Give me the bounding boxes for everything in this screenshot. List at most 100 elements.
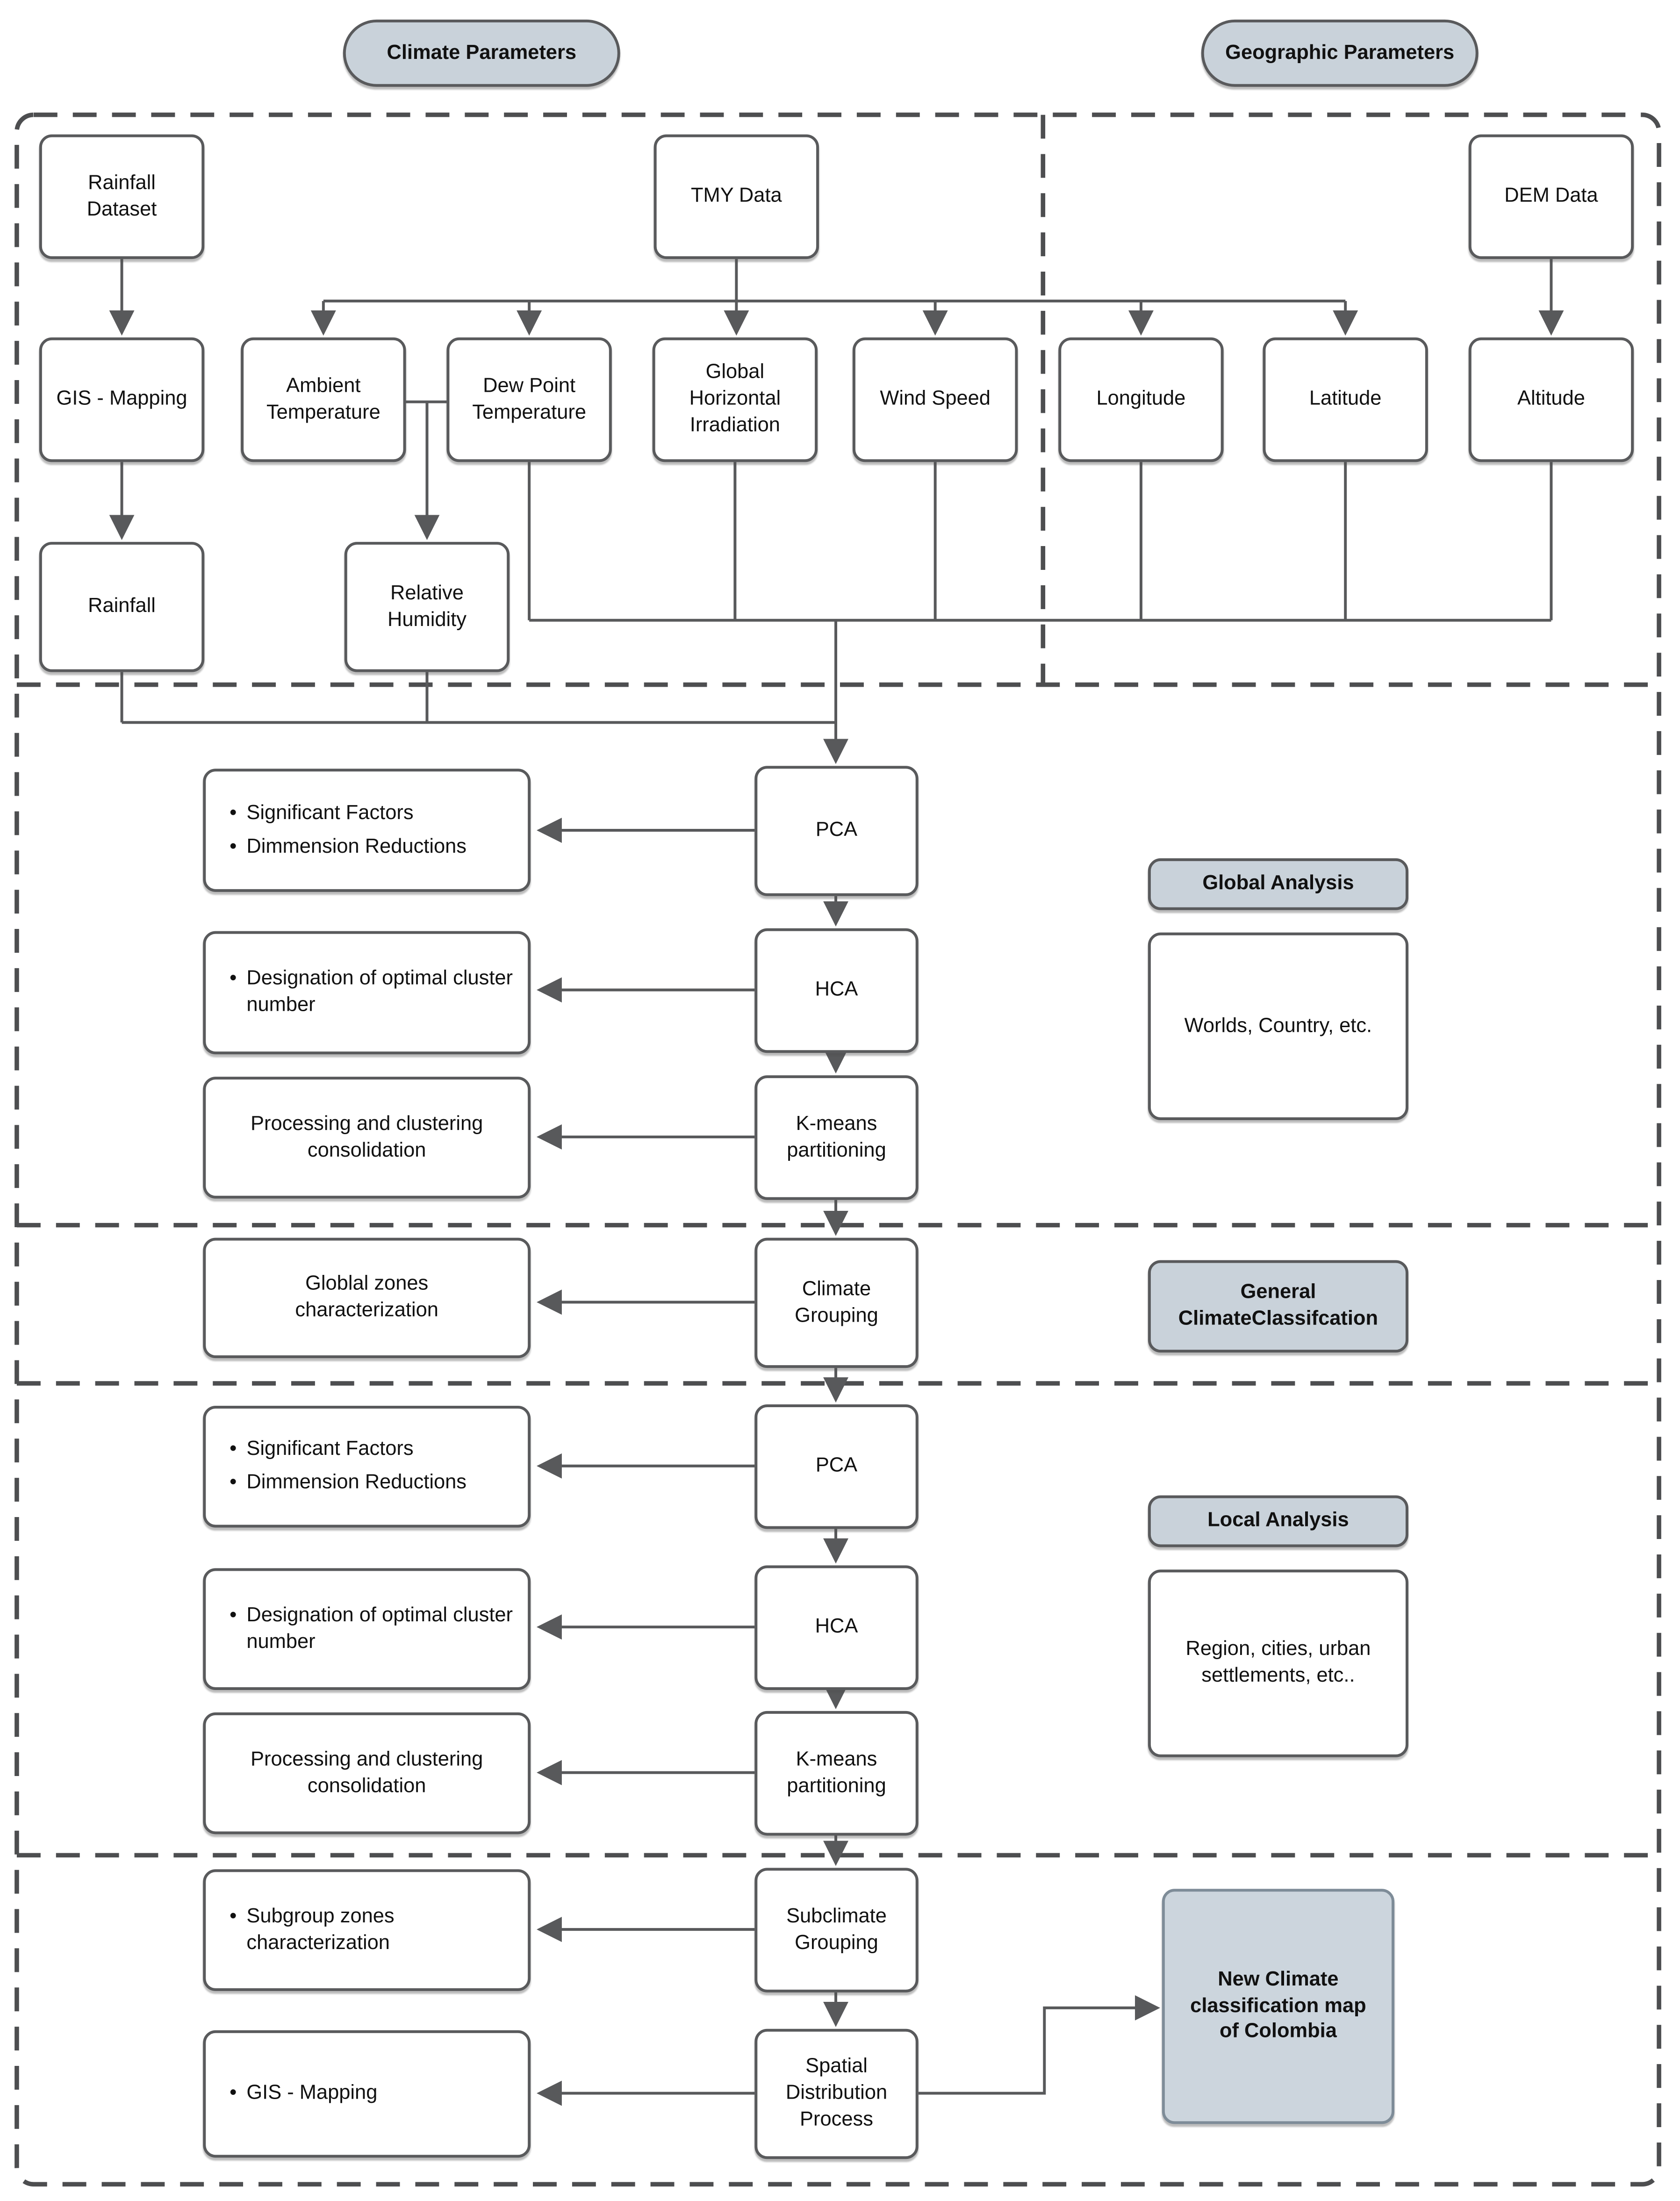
note-text: Dimmension Reductions [246, 835, 467, 858]
bullet-icon: • [230, 1604, 237, 1627]
node-climate-grouping: Climate Grouping [754, 1237, 919, 1368]
note-line: • Dimmension Reductions [230, 834, 514, 860]
node-kmeans-global: K-means partitioning [754, 1075, 919, 1200]
node-spatial-distribution-process: Spatial Distribution Process [754, 2028, 919, 2159]
node-rainfall-dataset: Rainfall Dataset [39, 134, 205, 259]
note-line: •Significant Factors [230, 1437, 514, 1463]
note-text: Designation of optimal cluster number [246, 1604, 513, 1653]
bullet-icon: • [230, 968, 237, 990]
node-hca-local-label: HCA [815, 1616, 858, 1639]
node-dew-point-temperature: Dew Point Temperature [446, 337, 612, 462]
header-global-analysis-label: Global Analysis [1202, 872, 1354, 895]
node-climate-grouping-label: Climate Grouping [795, 1278, 878, 1327]
arrow-connectors [109, 259, 1564, 2106]
node-wind-speed: Wind Speed [852, 337, 1018, 462]
note-text: Processing and clustering consolidation [251, 1748, 483, 1798]
node-relative-humidity-label: Relative Humidity [388, 582, 467, 631]
outer-dashed-border [14, 112, 1661, 2187]
node-ghi-label: Global Horizontal Irradiation [689, 361, 781, 437]
note-text: GIS - Mapping [246, 2082, 378, 2105]
box-global-analysis-scope: Worlds, Country, etc. [1148, 932, 1408, 1120]
node-latitude-label: Latitude [1309, 388, 1382, 410]
note-significant-factors-global: • Significant Factors • Dimmension Reducti… [203, 769, 531, 892]
note-text: Significant Factors [246, 1438, 414, 1461]
node-ambient-temperature-label: Ambient Temperature [266, 374, 381, 424]
node-dem-data-label: DEM Data [1504, 185, 1598, 208]
node-ambient-temperature: Ambient Temperature [241, 337, 406, 462]
note-designation-global: • Designation of optimal cluster number [203, 931, 531, 1055]
note-processing-local: Processing and clustering consolidation [203, 1712, 531, 1834]
section-borders [14, 112, 1661, 2187]
bullet-icon: • [230, 2082, 237, 2105]
pill-climate-label: Climate Parameters [387, 41, 577, 64]
node-pca-local: PCA [754, 1404, 919, 1529]
node-global-horizontal-irradiation: Global Horizontal Irradiation [652, 337, 818, 462]
bus-lines [120, 259, 1553, 724]
node-hca-global: HCA [754, 928, 919, 1053]
note-line: • Designation of optimal cluster number [230, 966, 514, 1019]
node-kmeans-global-label: K-means partitioning [787, 1112, 886, 1162]
note-text: Dimmension Reductions [246, 1471, 467, 1494]
bullet-icon: • [230, 1905, 237, 1928]
bullet-icon: • [230, 1471, 237, 1494]
bullet-icon: • [230, 802, 237, 825]
node-altitude-label: Altitude [1517, 388, 1585, 410]
node-spatial-distribution-label: Spatial Distribution Process [785, 2056, 888, 2131]
note-significant-factors-local: •Significant Factors • Dimmension Reducti… [203, 1405, 531, 1528]
node-rainfall-label: Rainfall [88, 595, 156, 618]
box-local-analysis-scope-label: Region, cities, urban settlements, etc.. [1185, 1638, 1371, 1687]
node-dem-data: DEM Data [1468, 134, 1634, 259]
box-local-analysis-scope: Region, cities, urban settlements, etc.. [1148, 1569, 1408, 1757]
node-gis-mapping-label: GIS - Mapping [56, 388, 187, 410]
note-processing-global: Processing and clustering consolidation [203, 1077, 531, 1199]
note-text: Globlal zones characterization [295, 1273, 438, 1322]
node-rainfall: Rainfall [39, 542, 205, 672]
pill-climate-parameters: Climate Parameters [343, 19, 620, 87]
node-altitude: Altitude [1468, 337, 1634, 462]
box-global-analysis-scope-label: Worlds, Country, etc. [1184, 1014, 1372, 1037]
header-local-analysis: Local Analysis [1148, 1495, 1408, 1547]
note-line: • Subgroup zones characterization [230, 1904, 514, 1956]
node-gis-mapping: GIS - Mapping [39, 337, 205, 462]
note-line: • Designation of optimal cluster number [230, 1603, 514, 1655]
node-dew-point-temperature-label: Dew Point Temperature [472, 374, 587, 424]
note-designation-local: • Designation of optimal cluster number [203, 1568, 531, 1690]
node-tmy-data-label: TMY Data [690, 185, 782, 208]
node-relative-humidity: Relative Humidity [344, 542, 510, 672]
node-longitude: Longitude [1058, 337, 1224, 462]
header-general-climate-classification-label: General ClimateClassifcation [1178, 1281, 1378, 1331]
note-subgroup-zones: • Subgroup zones characterization [203, 1869, 531, 1991]
node-tmy-data: TMY Data [653, 134, 819, 259]
node-kmeans-local: K-means partitioning [754, 1711, 919, 1836]
node-pca-global-label: PCA [815, 819, 858, 842]
node-pca-global: PCA [754, 766, 919, 896]
header-local-analysis-label: Local Analysis [1207, 1509, 1349, 1532]
note-line: • Significant Factors [230, 800, 514, 827]
pill-geographic-label: Geographic Parameters [1225, 41, 1455, 64]
note-text: Designation of optimal cluster number [246, 968, 513, 1017]
node-subclimate-grouping-label: Subclimate Grouping [786, 1905, 887, 1954]
note-text: Processing and clustering consolidation [251, 1112, 483, 1162]
note-gis-mapping-output: • GIS - Mapping [203, 2030, 531, 2158]
note-globlal-zones: Globlal zones characterization [203, 1237, 531, 1359]
note-line: • Dimmension Reductions [230, 1470, 514, 1496]
bullet-icon: • [230, 835, 237, 858]
node-hca-local: HCA [754, 1565, 919, 1690]
note-text: Significant Factors [246, 802, 414, 825]
node-latitude: Latitude [1263, 337, 1428, 462]
pill-geographic-parameters: Geographic Parameters [1201, 19, 1479, 87]
node-longitude-label: Longitude [1096, 388, 1186, 410]
header-general-climate-classification: General ClimateClassifcation [1148, 1260, 1408, 1353]
node-hca-global-label: HCA [815, 978, 858, 1001]
node-new-climate-map: New Climate classification map of Colomb… [1162, 1889, 1395, 2124]
node-kmeans-local-label: K-means partitioning [787, 1748, 886, 1798]
node-subclimate-grouping: Subclimate Grouping [754, 1868, 919, 1992]
node-rainfall-dataset-label: Rainfall Dataset [86, 172, 157, 221]
node-pca-local-label: PCA [815, 1455, 858, 1477]
node-wind-speed-label: Wind Speed [880, 388, 991, 410]
note-text: Subgroup zones characterization [246, 1905, 395, 1954]
node-new-climate-map-label: New Climate classification map of Colomb… [1190, 1968, 1366, 2043]
